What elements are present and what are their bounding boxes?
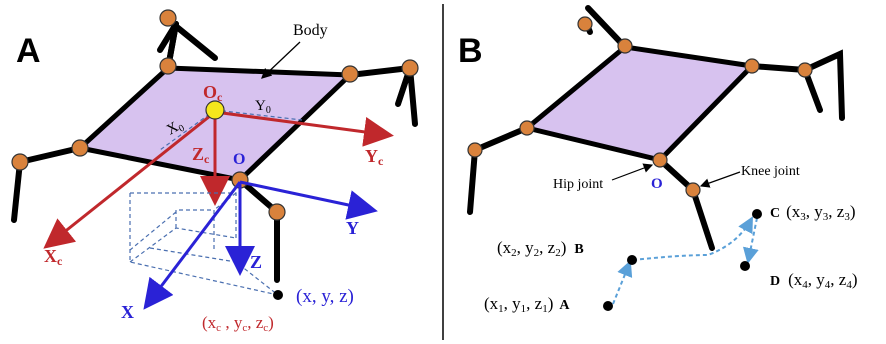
xc-label: Xc — [44, 246, 63, 268]
leg-right-link — [347, 65, 413, 78]
leg-front-left-b — [467, 125, 530, 215]
panel-a: A Body Oc X0 Y0 — [11, 9, 419, 334]
leg-front-right-b — [657, 157, 715, 251]
x-label: X — [121, 302, 134, 322]
joint — [467, 142, 483, 158]
oc-origin-marker — [205, 100, 225, 120]
joint — [797, 62, 813, 78]
point-c-label: (xc , yc, zc) — [202, 313, 274, 334]
o-label: O — [233, 151, 245, 168]
foot-point — [273, 290, 283, 300]
joint — [617, 38, 633, 54]
yc-axis — [214, 110, 394, 147]
knee-pointer-arrow — [699, 171, 741, 188]
zc-label: Zc — [192, 144, 210, 166]
leg-back-left — [585, 5, 628, 50]
leg-back-right-2 — [802, 49, 845, 121]
xc-axis — [43, 110, 216, 249]
joint — [71, 139, 89, 157]
hip-pointer-arrow — [611, 163, 654, 181]
trajectory-c-d — [742, 217, 759, 264]
y0-dashed-line — [214, 109, 303, 121]
knee-joint-marker — [685, 182, 701, 198]
joint — [577, 16, 593, 32]
y0-label: Y0 — [255, 98, 271, 116]
joint — [401, 59, 419, 77]
o-label-b: O — [651, 176, 663, 192]
point-a-label: (x1, y1, z1)A — [484, 294, 570, 315]
projection-box — [129, 192, 279, 296]
point-a — [603, 301, 613, 311]
joint — [268, 203, 286, 221]
joint — [744, 58, 760, 74]
leg-back-right — [395, 67, 418, 127]
body-label: Body — [293, 22, 328, 39]
y-axis — [239, 180, 378, 220]
yc-label: Yc — [365, 146, 384, 168]
leg-back-mid — [164, 16, 218, 61]
trajectory-a-b — [612, 260, 633, 305]
z-label: Z — [250, 252, 262, 272]
joint — [159, 9, 177, 27]
point-c-label: C(x3, y3, z3) — [770, 202, 856, 223]
point-b — [627, 255, 637, 265]
point-xyz-label: (x, y, z) — [296, 286, 354, 307]
x0-dashed-line — [159, 109, 216, 151]
knee-joint-label: Knee joint — [741, 164, 800, 179]
panel-b: B Hip joint Knee joint O — [458, 5, 858, 315]
x-axis — [143, 181, 242, 310]
joint — [159, 57, 177, 75]
joint — [519, 120, 535, 136]
trajectory-b-c — [632, 216, 753, 261]
hip-joint-label: Hip joint — [553, 177, 603, 192]
joint — [341, 65, 359, 83]
panel-b-letter: B — [458, 32, 483, 70]
panel-a-letter: A — [16, 32, 41, 70]
body-pointer-arrow — [261, 41, 301, 79]
point-c — [752, 209, 762, 219]
point-d — [740, 261, 750, 271]
y-label: Y — [346, 218, 359, 238]
point-b-label: (x2, y2, z2)B — [497, 238, 584, 259]
hip-joint-marker — [652, 152, 668, 168]
joint — [11, 153, 29, 171]
point-d-label: D(x4, y4, z4) — [770, 270, 858, 291]
robot-body-b — [524, 44, 755, 163]
oc-label: Oc — [203, 82, 223, 104]
